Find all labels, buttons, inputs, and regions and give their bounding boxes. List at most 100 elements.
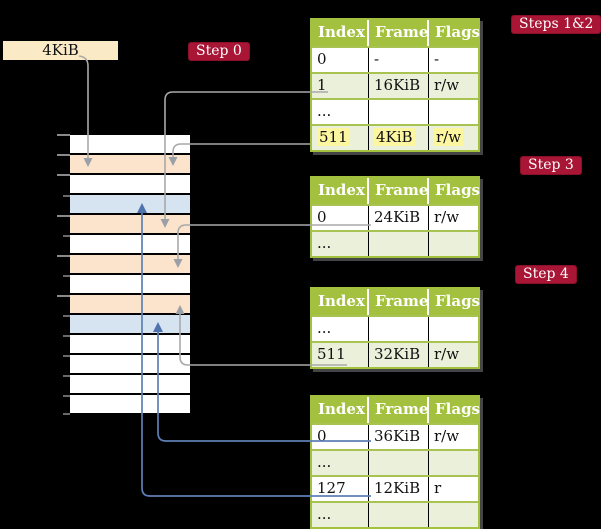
memory-tick-short <box>63 395 70 397</box>
table-cell: 36KiB <box>369 425 429 449</box>
highlighted-value: r/w <box>434 128 464 146</box>
column-header-flags: Flags <box>435 23 480 41</box>
column-header-index: Index <box>312 178 369 204</box>
table-cell: 511 <box>312 126 369 150</box>
memory-frame-36kib <box>70 315 190 333</box>
table-cell <box>369 232 429 256</box>
table-cell: 12KiB <box>369 477 429 501</box>
table-row: ... <box>312 449 478 475</box>
page-table-base-label: 4KiB <box>42 41 79 59</box>
table-cell: 0 <box>312 425 369 449</box>
memory-frame-4kib <box>70 155 190 173</box>
badge-step-4: Step 4 <box>515 265 577 284</box>
memory-frame-20kib <box>70 235 190 253</box>
memory-tick-long <box>57 134 70 136</box>
table-cell: r/w <box>434 208 460 226</box>
memory-tick-short <box>63 235 70 237</box>
column-header-index: Index <box>312 289 369 315</box>
memory-tick-long <box>57 215 70 217</box>
memory-frame-28kib <box>70 275 190 293</box>
table-cell: - <box>434 50 440 68</box>
memory-tick-short <box>63 413 70 415</box>
table-cell: 0 <box>312 48 369 72</box>
table-cell: - <box>369 48 429 72</box>
column-header-frame: Frame <box>369 20 429 46</box>
memory-frame-32kib <box>70 295 190 313</box>
memory-tick-long <box>57 174 70 176</box>
table-cell: r <box>434 479 442 497</box>
memory-tick-short <box>63 335 70 337</box>
table-cell: r/w <box>434 76 460 94</box>
highlighted-value: 4KiB <box>374 128 415 146</box>
table-row: ... <box>312 315 478 341</box>
table-cell <box>429 317 478 341</box>
table-cell <box>429 100 478 124</box>
page-table-base-box: 4KiB <box>3 41 118 60</box>
memory-tick-long <box>57 295 70 297</box>
memory-tick-short <box>63 275 70 277</box>
memory-tick-short <box>63 195 70 197</box>
table-cell <box>369 503 429 527</box>
memory-frame-12kib <box>70 195 190 213</box>
table-cell: ... <box>312 451 369 475</box>
memory-frame-0kib <box>70 135 190 153</box>
table-cell <box>429 451 478 475</box>
memory-frame-16kib <box>70 215 190 233</box>
table-cell <box>369 451 429 475</box>
column-header-index: Index <box>312 20 369 46</box>
table-cell: ... <box>312 503 369 527</box>
table-cell: 16KiB <box>369 74 429 98</box>
table-cell <box>369 317 429 341</box>
table-cell: 4KiB <box>369 126 429 150</box>
table-cell: 1 <box>312 74 369 98</box>
table-cell <box>429 232 478 256</box>
table-cell: r/w <box>429 126 478 150</box>
table-cell: r/w <box>434 345 460 363</box>
table-cell: 511 <box>312 343 369 367</box>
table-cell: ... <box>312 317 369 341</box>
table-row: 0-- <box>312 46 478 72</box>
arrow-entry511-to-frame-4k <box>172 143 310 157</box>
column-header-frame: Frame <box>369 289 429 315</box>
column-header-frame: Frame <box>369 178 429 204</box>
column-header-flags: Flags <box>435 181 480 199</box>
column-header-flags: Flags <box>435 292 480 310</box>
table-cell: r/w <box>434 427 460 445</box>
memory-tick-short <box>63 355 70 357</box>
badge-step-0: Step 0 <box>188 42 250 61</box>
memory-frame-24kib <box>70 255 190 273</box>
table-cell: ... <box>312 232 369 256</box>
table-row: ... <box>312 98 478 124</box>
column-header-index: Index <box>312 397 369 423</box>
table-cell: 24KiB <box>369 206 429 230</box>
badge-steps-1-2: Steps 1&2 <box>511 15 601 34</box>
memory-tick-long <box>57 255 70 257</box>
table-row: 511 4KiB r/w <box>312 124 478 150</box>
table-cell <box>429 503 478 527</box>
memory-tick-short <box>63 315 70 317</box>
table-cell: 32KiB <box>369 343 429 367</box>
memory-frame-8kib <box>70 175 190 193</box>
table-row: ... <box>312 230 478 256</box>
memory-tick-long <box>57 154 70 156</box>
memory-frame-44kib <box>70 355 190 373</box>
memory-tick-short <box>63 375 70 377</box>
table-cell <box>369 100 429 124</box>
table-row: ... <box>312 501 478 527</box>
column-header-flags: Flags <box>435 400 480 418</box>
table-cell: 127 <box>312 477 369 501</box>
table-cell: ... <box>312 100 369 124</box>
